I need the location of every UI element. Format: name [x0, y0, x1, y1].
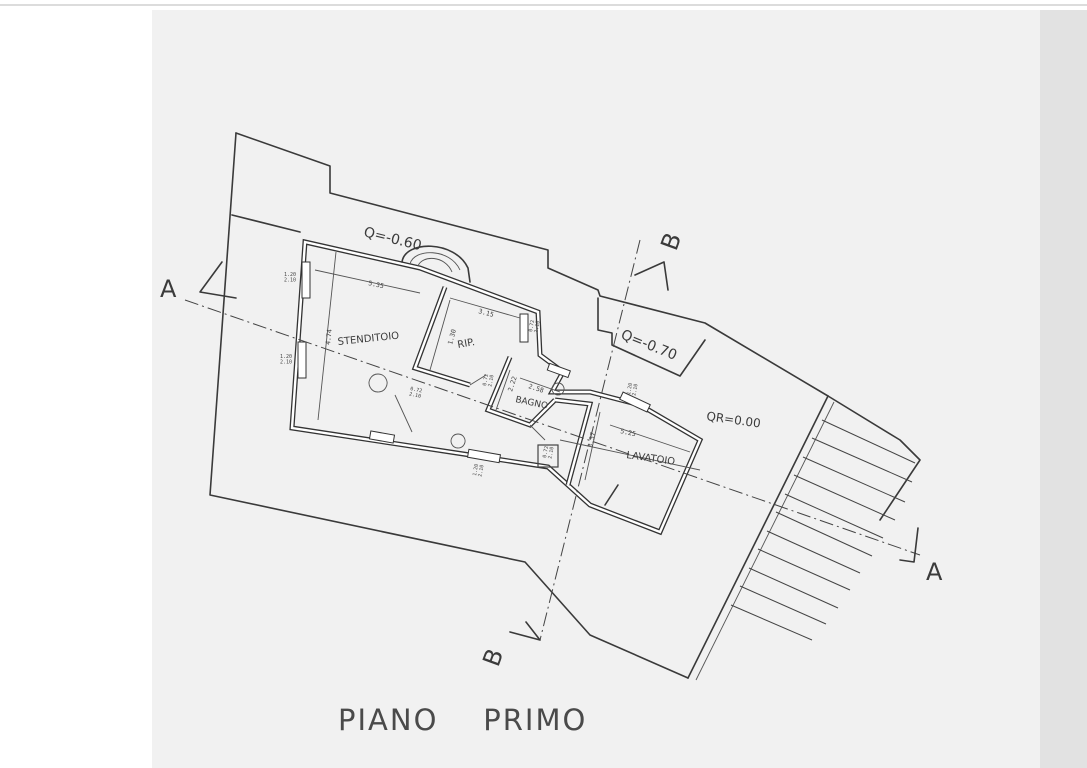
door-tag-stenditoio: 0.722.10 [408, 386, 422, 400]
sheet-edge-shadow [1040, 10, 1087, 768]
section-line-a [184, 299, 921, 556]
window-tag-lavatoio: 1.202.10 [626, 382, 639, 396]
dim-stenditoio-depth: 4.74 [324, 329, 334, 345]
lavatoio-partition-core [554, 398, 592, 486]
retaining-wall-face [695, 401, 835, 681]
dim-rip-depth: 1.30 [446, 328, 458, 345]
east-slope-line [827, 395, 921, 521]
dimension-lines [314, 251, 701, 481]
bagno-partition-core [486, 356, 556, 427]
dim-rip-width: 3.15 [477, 307, 494, 319]
section-arrow-a-right [899, 527, 919, 563]
lot-boundary-west [209, 132, 689, 679]
section-arrow-b-bottom [509, 621, 541, 641]
room-label-rip: RIP. [457, 337, 476, 351]
stenditoio-partition-stub [394, 394, 413, 433]
door-tag-rip: 0.722.10 [528, 319, 541, 333]
dim-lavatoio-depth: 3.37 [586, 431, 597, 448]
windows [297, 261, 651, 464]
section-arrow-a-left [199, 261, 237, 299]
lavatoio-stub-wall [604, 484, 619, 506]
section-mark-a-left: A [160, 275, 177, 303]
door-tag-bagno: 0.722.10 [482, 373, 495, 387]
scanned-sheet [152, 10, 1087, 768]
dim-stenditoio-width: 5.35 [368, 279, 385, 290]
dim-lavatoio-width: 5.25 [620, 427, 637, 438]
section-line-b [539, 239, 641, 641]
lot-boundary [235, 132, 829, 397]
section-mark-a-right: A [926, 558, 943, 586]
spiral-stair [401, 245, 471, 283]
plan-title: PIANO PRIMO [338, 703, 587, 737]
slope-hatching [730, 419, 916, 641]
door-tag-lavatoio: 0.722.10 [542, 445, 555, 459]
door-swings [368, 373, 565, 468]
window-tag-bottom: 1.202.10 [472, 463, 485, 477]
retaining-wall [687, 395, 829, 679]
section-arrow-b-top [634, 261, 669, 291]
neighbor-ledge [597, 297, 706, 377]
rip-partition-core [413, 286, 471, 387]
terrace-edge [231, 214, 301, 233]
